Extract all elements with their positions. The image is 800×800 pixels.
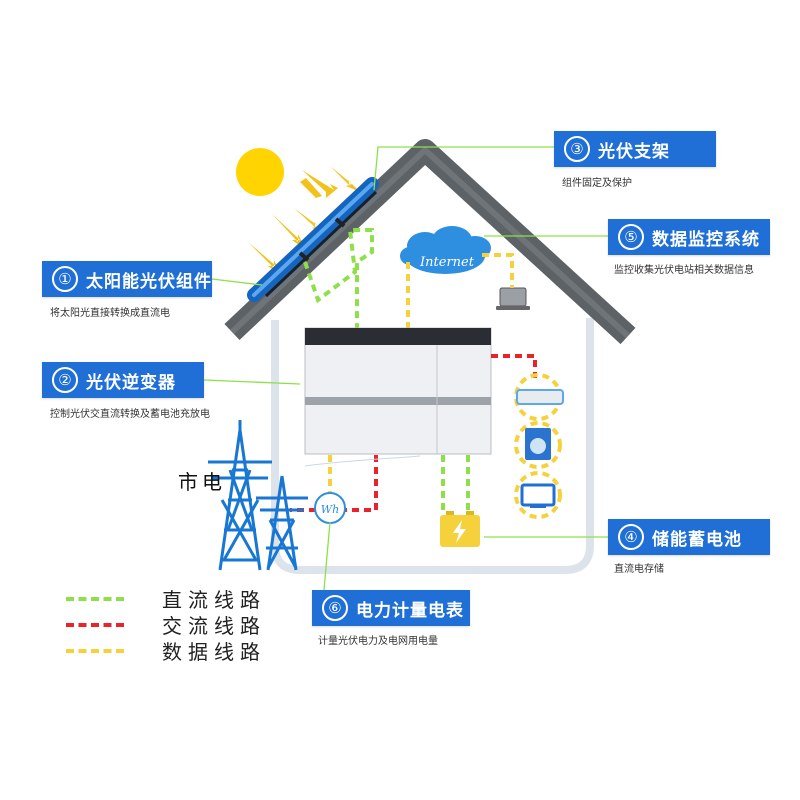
callout-number: ⑤ [618, 224, 644, 250]
meter-label: Wh [321, 503, 339, 516]
cloud-label: Internet [419, 255, 475, 270]
callout-number: ① [52, 266, 78, 292]
tv-icon [514, 471, 562, 519]
grid-label: 市电 [178, 470, 226, 494]
battery-icon [440, 511, 480, 547]
legend-swatch-data [66, 649, 124, 653]
callout-title: 电力计量电表 [356, 600, 464, 621]
callout-desc: 组件固定及保护 [562, 178, 632, 189]
callout-battery: ④ 储能蓄电池 [608, 519, 770, 555]
legend-label: 直流线路 [162, 588, 266, 612]
callout-desc: 直流电存储 [614, 564, 664, 575]
callout-number: ③ [564, 136, 590, 162]
callout-title: 数据监控系统 [652, 229, 760, 250]
callout-pv-module: ① 太阳能光伏组件 [42, 261, 212, 297]
washing-machine-icon [514, 421, 562, 469]
callout-monitoring: ⑤ 数据监控系统 [608, 219, 770, 255]
legend-item-dc: 直流线路 [66, 584, 306, 614]
transmission-tower-icon [208, 420, 308, 571]
ac-line-appliances [491, 354, 537, 378]
callout-desc: 控制光伏交直流转换及蓄电池充放电 [50, 409, 210, 420]
leader-lines [203, 146, 608, 591]
air-conditioner-icon [514, 373, 564, 421]
callout-number: ② [52, 367, 78, 393]
callout-inverter: ② 光伏逆变器 [42, 362, 204, 398]
callout-title: 光伏逆变器 [86, 372, 176, 393]
legend-swatch-dc [66, 597, 124, 601]
legend-label: 数据线路 [162, 640, 266, 664]
callout-title: 储能蓄电池 [652, 529, 742, 550]
legend-swatch-ac [66, 623, 124, 627]
laptop-icon [496, 287, 530, 310]
legend-item-ac: 交流线路 [66, 610, 306, 640]
callout-number: ④ [618, 524, 644, 550]
sun-icon [236, 148, 284, 196]
callout-title: 光伏支架 [598, 141, 670, 162]
callout-desc: 计量光伏电力及电网用电量 [318, 636, 438, 647]
callout-desc: 监控收集光伏电站相关数据信息 [614, 265, 754, 276]
legend-item-data: 数据线路 [66, 636, 306, 666]
solar-panel-icon [247, 177, 379, 302]
data-line-cloud-laptop [482, 253, 514, 288]
ac-line-inverter-meter [345, 455, 378, 512]
callout-meter: ⑥ 电力计量电表 [312, 590, 470, 626]
inverter-icon [304, 327, 492, 455]
callout-title: 太阳能光伏组件 [86, 271, 212, 292]
callout-desc: 将太阳光直接转换成直流电 [50, 308, 170, 319]
callout-bracket: ③ 光伏支架 [554, 131, 716, 167]
cloud-icon [400, 226, 491, 274]
callout-number: ⑥ [322, 595, 348, 621]
legend-label: 交流线路 [162, 614, 266, 638]
